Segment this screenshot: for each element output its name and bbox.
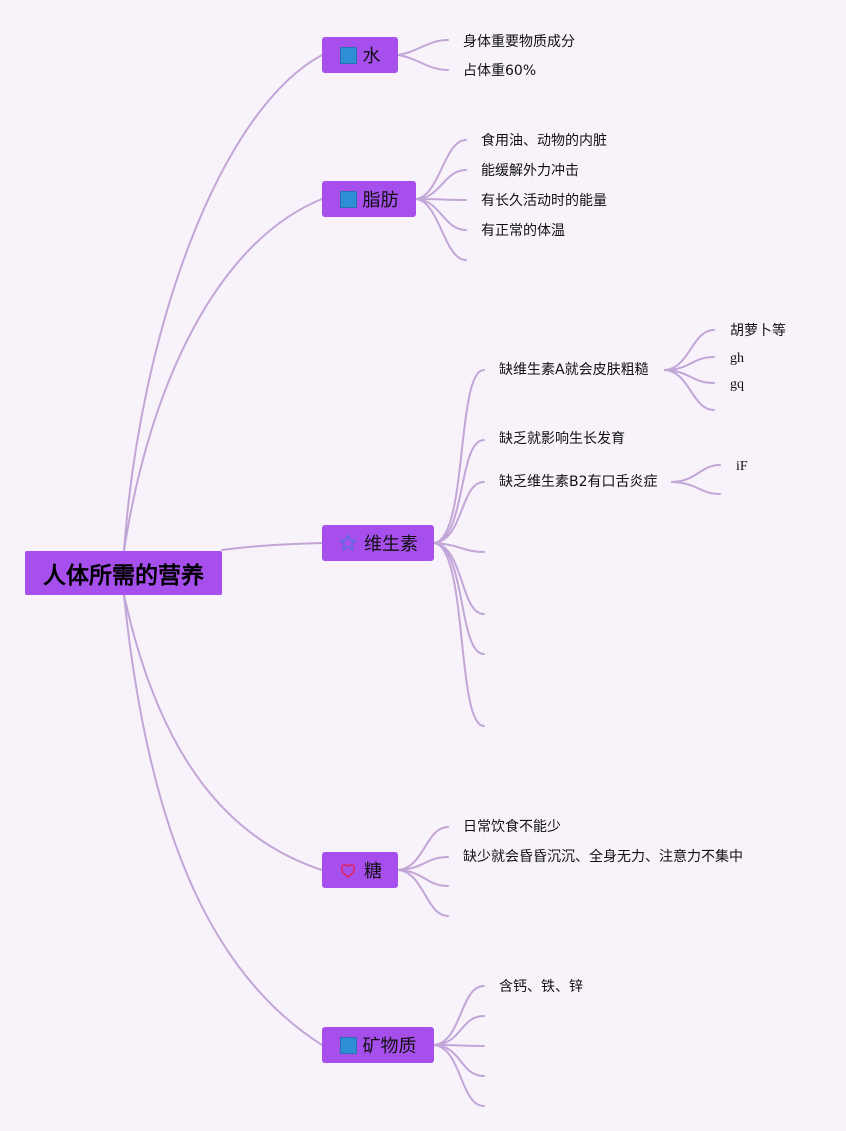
leaf-mineral-1[interactable]: 含钙、铁、锌 bbox=[499, 979, 583, 995]
connector-sugar-leaf-2 bbox=[397, 856, 449, 871]
connector-vitamin-leaf-7 bbox=[433, 542, 485, 727]
leaf-water-1[interactable]: 身体重要物质成分 bbox=[463, 34, 575, 50]
connector-vitamin-leaf-3 bbox=[433, 481, 485, 544]
connector-sugar-leaf-4 bbox=[397, 869, 449, 917]
star-outline-icon bbox=[339, 534, 357, 551]
connector-sugar-leaf-1 bbox=[397, 826, 449, 871]
connector-mineral-leaf-5 bbox=[433, 1044, 485, 1107]
topic-vitamin-label: 维生素 bbox=[364, 534, 418, 555]
leaf-vitamin-2[interactable]: 缺乏就影响生长发育 bbox=[499, 431, 625, 447]
connector-water-leaf-2 bbox=[397, 54, 449, 71]
topic-water-label: 水 bbox=[362, 46, 381, 67]
leaf-fat-3[interactable]: 有长久活动时的能量 bbox=[481, 193, 607, 209]
connector-fat-leaf-4 bbox=[415, 198, 467, 231]
connector-vitamin-leaf-5 bbox=[433, 542, 485, 615]
connector-vitamin-leaf-2 bbox=[433, 439, 485, 544]
blue-square-icon bbox=[339, 46, 357, 64]
topic-water[interactable]: 水 bbox=[322, 37, 398, 73]
connector-va-leaf-4 bbox=[664, 369, 715, 411]
leaf-vitamin-3[interactable]: 缺乏维生素B2有口舌炎症 bbox=[499, 474, 658, 490]
connector-fat-leaf-5 bbox=[415, 198, 467, 261]
leaf-vitamin-a-3[interactable]: gq bbox=[730, 377, 744, 392]
leaf-sugar-2[interactable]: 缺少就会昏昏沉沉、全身无力、注意力不集中 bbox=[463, 849, 743, 865]
root-node[interactable]: 人体所需的营养 bbox=[25, 551, 222, 595]
connector-fat-leaf-2 bbox=[415, 169, 467, 200]
connector-fat-leaf-1 bbox=[415, 139, 467, 200]
topic-mineral[interactable]: 矿物质 bbox=[322, 1027, 434, 1063]
connector-root-sugar bbox=[123, 594, 323, 871]
blue-square-icon bbox=[339, 190, 357, 208]
connector-vb2-leaf-2 bbox=[671, 481, 721, 495]
topic-vitamin[interactable]: 维生素 bbox=[322, 525, 434, 561]
connector-mineral-leaf-2 bbox=[433, 1015, 485, 1046]
leaf-vitamin-1[interactable]: 缺维生素A就会皮肤粗糙 bbox=[499, 362, 649, 378]
connector-vitamin-leaf-1 bbox=[433, 369, 485, 544]
topic-sugar[interactable]: 糖 bbox=[322, 852, 398, 888]
topic-sugar-label: 糖 bbox=[364, 861, 382, 882]
connector-vitamin-leaf-6 bbox=[433, 542, 485, 655]
topic-fat-label: 脂肪 bbox=[362, 190, 399, 211]
connector-root-water bbox=[123, 54, 323, 552]
heart-outline-icon bbox=[341, 864, 355, 878]
leaf-vitamin-a-2[interactable]: gh bbox=[730, 351, 744, 366]
connector-vb2-leaf-1 bbox=[671, 464, 721, 483]
root-label: 人体所需的营养 bbox=[43, 563, 204, 589]
topic-mineral-label: 矿物质 bbox=[362, 1036, 417, 1057]
leaf-fat-4[interactable]: 有正常的体温 bbox=[481, 223, 565, 239]
blue-square-icon bbox=[339, 1036, 357, 1054]
leaf-fat-2[interactable]: 能缓解外力冲击 bbox=[481, 163, 579, 179]
connector-mineral-leaf-1 bbox=[433, 985, 485, 1046]
leaf-vitamin-a-1[interactable]: 胡萝卜等 bbox=[730, 323, 786, 339]
topic-fat[interactable]: 脂肪 bbox=[322, 181, 416, 217]
connector-water-leaf-1 bbox=[397, 39, 449, 56]
connector-root-fat bbox=[123, 198, 323, 552]
leaf-sugar-1[interactable]: 日常饮食不能少 bbox=[463, 819, 561, 835]
connector-root-mineral bbox=[123, 594, 323, 1046]
leaf-fat-1[interactable]: 食用油、动物的内脏 bbox=[481, 133, 607, 149]
leaf-water-2[interactable]: 占体重60% bbox=[463, 63, 537, 79]
connector-vitamin-leaf-4 bbox=[433, 542, 485, 553]
connector-va-leaf-1 bbox=[664, 329, 715, 371]
connector-mineral-leaf-4 bbox=[433, 1044, 485, 1077]
connector-root-vitamin bbox=[221, 542, 323, 551]
leaf-vitamin-b2-1[interactable]: iF bbox=[736, 459, 748, 474]
